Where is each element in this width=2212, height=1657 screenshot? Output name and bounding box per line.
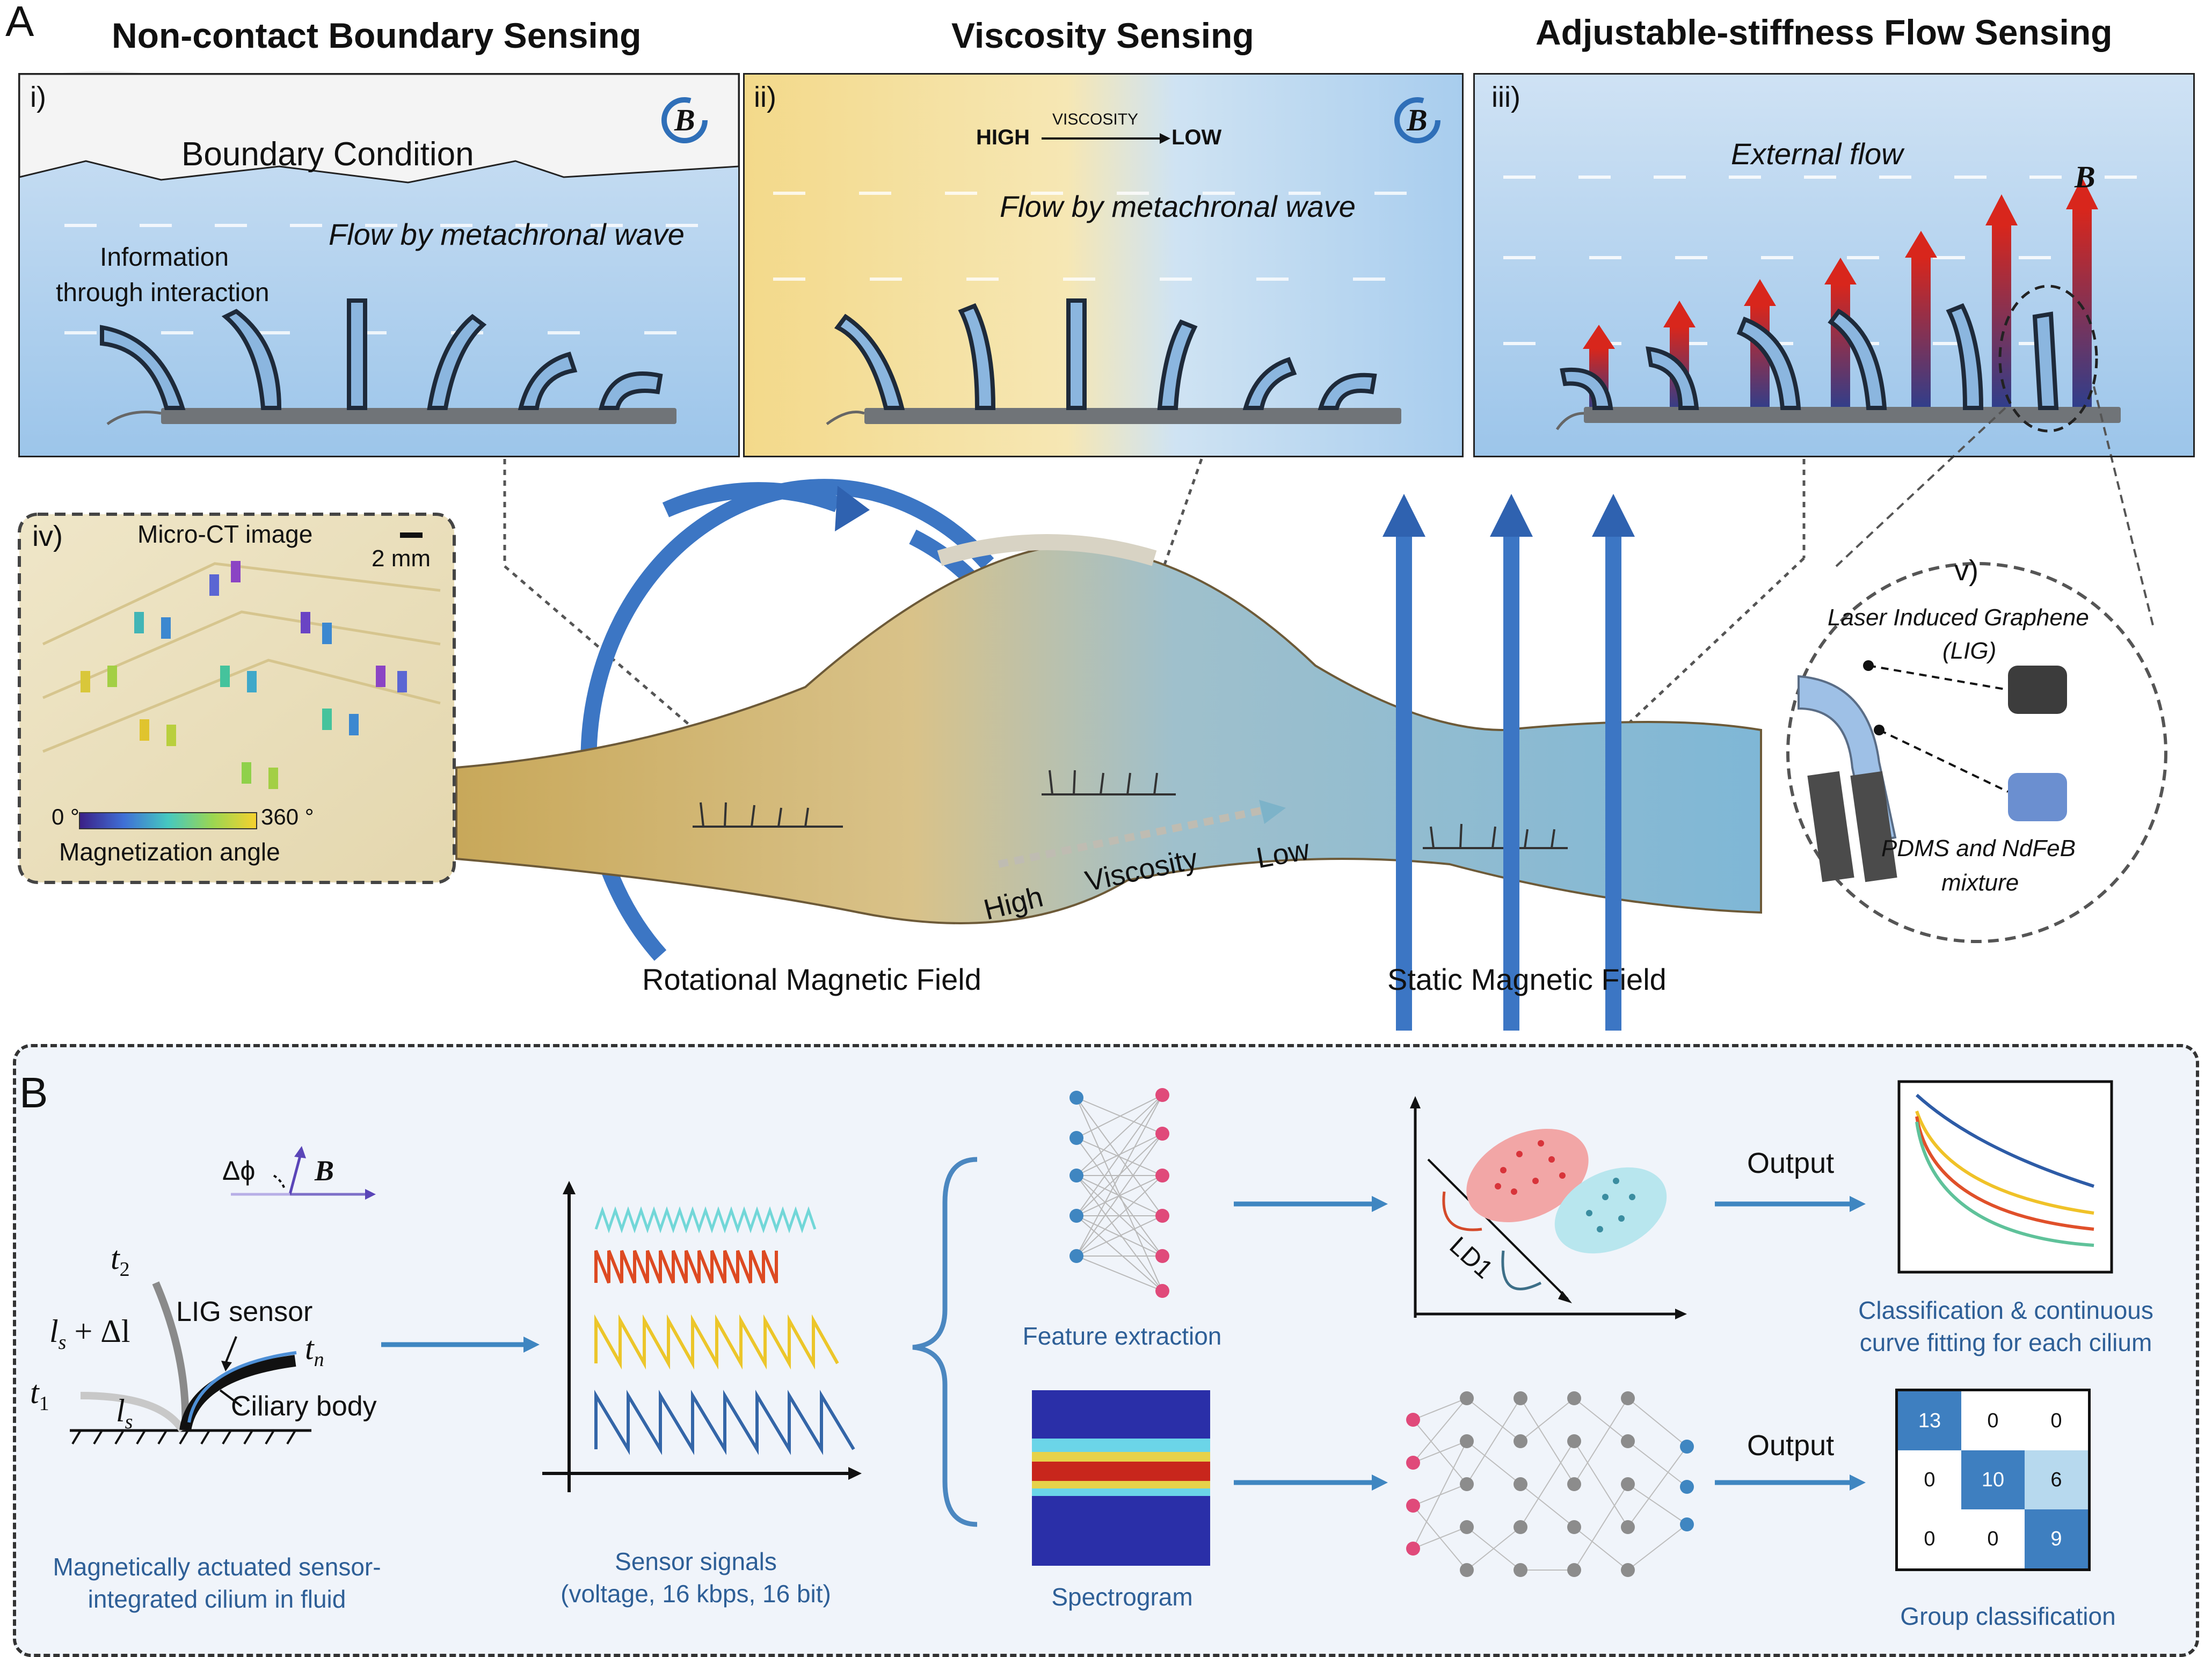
ls-var: l bbox=[116, 1393, 125, 1428]
t2-sub: 2 bbox=[119, 1258, 130, 1281]
t1-var: t bbox=[30, 1375, 39, 1410]
title-stiffness-flow-sensing: Adjustable-stiffness Flow Sensing bbox=[1536, 12, 2113, 52]
lig-label-1: Laser Induced Graphene bbox=[1828, 604, 2089, 631]
box-i-label: i) bbox=[30, 81, 46, 113]
ls-dl-sub: s bbox=[58, 1331, 67, 1354]
feature-extraction-label: Feature extraction bbox=[1022, 1322, 1222, 1350]
group-classification-label: Group classification bbox=[1900, 1602, 2116, 1630]
tn-label: tn bbox=[305, 1330, 324, 1371]
title-boundary-sensing: Non-contact Boundary Sensing bbox=[112, 16, 642, 55]
panel-a-artwork bbox=[18, 71, 2194, 1031]
output-label-1: Output bbox=[1747, 1147, 1835, 1179]
tn-var: t bbox=[305, 1331, 314, 1366]
colorbar-max: 360 ° bbox=[261, 804, 314, 829]
ls-dl-rest: + Δl bbox=[66, 1313, 130, 1349]
panel-b-letter: B bbox=[19, 1069, 48, 1116]
pdms-label-1: PDMS and NdFeB bbox=[1881, 835, 2076, 862]
through-interaction-label: through interaction bbox=[56, 279, 270, 307]
ls-dl-var: l bbox=[49, 1313, 59, 1349]
confusion-matrix-table: 13 0 0 0 10 6 0 0 9 bbox=[1898, 1391, 2088, 1568]
matrix-cell: 10 bbox=[1961, 1450, 2025, 1509]
matrix-cell: 0 bbox=[1987, 1527, 1999, 1550]
box-iii bbox=[1473, 73, 2195, 457]
spectrogram-label: Spectrogram bbox=[1051, 1583, 1193, 1611]
box-v-label: v) bbox=[1954, 554, 1978, 587]
panel-a-letter: A bbox=[5, 0, 34, 45]
t1-sub: 1 bbox=[39, 1392, 49, 1415]
confusion-matrix: 13 0 0 0 10 6 0 0 9 bbox=[1895, 1389, 2091, 1571]
lig-sensor-label: LIG sensor bbox=[176, 1296, 313, 1327]
fit-caption-1: Classification & continuous bbox=[1858, 1296, 2153, 1324]
ls-label: ls bbox=[116, 1392, 133, 1434]
signals-caption-2: (voltage, 16 kbps, 16 bit) bbox=[561, 1579, 831, 1608]
scale-bar-label: 2 mm bbox=[372, 545, 431, 572]
fit-caption: Classification & continuous curve fittin… bbox=[1807, 1295, 2204, 1359]
static-field-label: Static Magnetic Field bbox=[1387, 962, 1667, 996]
cilium-caption-2: integrated cilium in fluid bbox=[88, 1585, 346, 1613]
high-label: HIGH bbox=[976, 126, 1030, 149]
matrix-cell: 0 bbox=[1987, 1409, 1999, 1432]
field-b-ii: B bbox=[1407, 103, 1428, 137]
boundary-condition-label: Boundary Condition bbox=[181, 136, 474, 173]
matrix-cell: 6 bbox=[2025, 1450, 2088, 1509]
cilium-caption-1: Magnetically actuated sensor- bbox=[53, 1553, 381, 1581]
box-iii-label: iii) bbox=[1491, 81, 1520, 113]
matrix-cell: 0 bbox=[1924, 1527, 1936, 1550]
delta-phi-label: Δϕ bbox=[222, 1156, 256, 1186]
ciliary-body-label: Ciliary body bbox=[231, 1391, 377, 1422]
field-b-cilium: B bbox=[315, 1155, 334, 1187]
box-iv-label: iv) bbox=[32, 520, 63, 552]
t1-label: t1 bbox=[30, 1374, 49, 1415]
ls-plus-dl-label: ls + Δl bbox=[49, 1313, 130, 1354]
fit-caption-2: curve fitting for each cilium bbox=[1859, 1328, 2152, 1356]
magnetization-angle-label: Magnetization angle bbox=[59, 838, 280, 866]
rotational-field-label: Rotational Magnetic Field bbox=[642, 962, 981, 996]
low-label: LOW bbox=[1172, 126, 1222, 149]
box-ii bbox=[743, 73, 1464, 457]
ls-sub: s bbox=[125, 1411, 133, 1433]
pdms-label-2: mixture bbox=[1941, 870, 2019, 896]
matrix-cell: 0 bbox=[2050, 1409, 2062, 1432]
output-label-2: Output bbox=[1747, 1429, 1835, 1462]
cilium-caption: Magnetically actuated sensor- integrated… bbox=[24, 1551, 410, 1616]
signals-caption-1: Sensor signals bbox=[615, 1547, 777, 1575]
matrix-cell: 13 bbox=[1898, 1391, 1961, 1450]
field-b-i: B bbox=[674, 103, 695, 137]
tn-sub: n bbox=[314, 1348, 324, 1371]
viscosity-small-label: VISCOSITY bbox=[1052, 111, 1139, 128]
external-flow-label: External flow bbox=[1731, 137, 1903, 171]
box-i bbox=[18, 73, 740, 457]
flow-label-i: Flow by metachronal wave bbox=[329, 217, 685, 251]
matrix-cell: 9 bbox=[2025, 1509, 2088, 1568]
flow-label-ii: Flow by metachronal wave bbox=[1000, 189, 1356, 223]
micro-ct-title: Micro-CT image bbox=[137, 520, 313, 548]
box-ii-label: ii) bbox=[754, 81, 776, 113]
matrix-cell: 0 bbox=[1924, 1468, 1936, 1491]
field-b-iii: B bbox=[2075, 159, 2095, 194]
lig-label-2: (LIG) bbox=[1942, 638, 1997, 664]
information-label: Information bbox=[100, 243, 229, 272]
signals-caption: Sensor signals (voltage, 16 kbps, 16 bit… bbox=[519, 1546, 873, 1610]
t2-label: t2 bbox=[111, 1240, 130, 1281]
colorbar-min: 0 ° bbox=[52, 804, 79, 829]
title-viscosity-sensing: Viscosity Sensing bbox=[951, 16, 1254, 55]
t2-var: t bbox=[111, 1240, 120, 1276]
